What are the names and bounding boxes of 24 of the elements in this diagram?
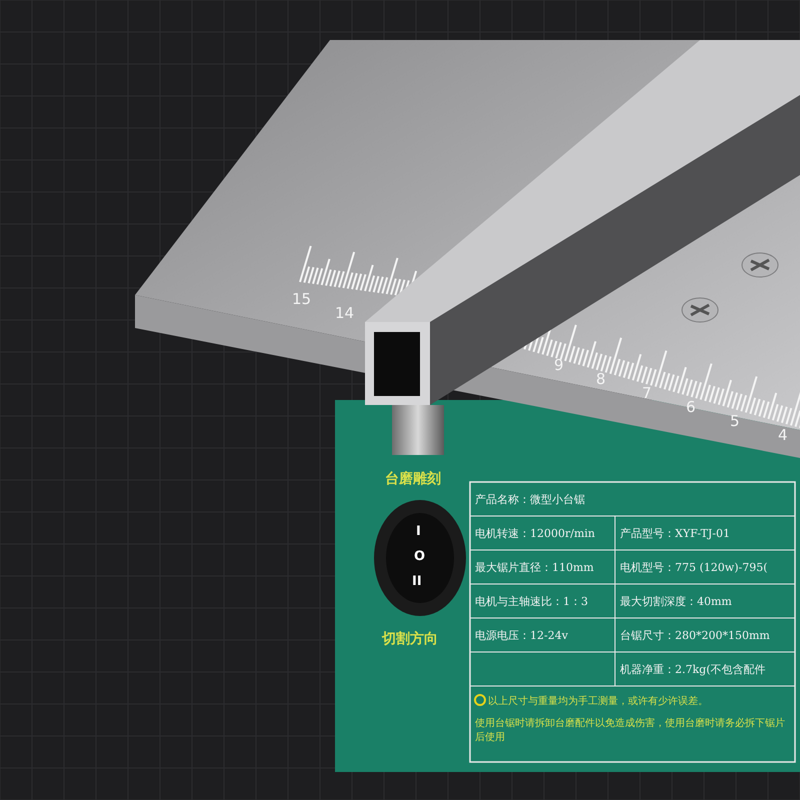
ruler-number: 8 bbox=[596, 370, 606, 388]
spec-text: 最大锯片直径：110mm bbox=[475, 560, 594, 575]
spec-text: 最大切割深度：40mm bbox=[620, 594, 732, 609]
switch-mark: I bbox=[416, 524, 421, 539]
switch-label: 切割方向 bbox=[382, 630, 438, 648]
spec-text: 电机与主轴速比：1：3 bbox=[475, 594, 588, 609]
switch-label: 台磨雕刻 bbox=[385, 470, 441, 488]
spec-text: 台锯尺寸：280*200*150mm bbox=[620, 628, 770, 643]
switch-mark: O bbox=[414, 549, 426, 564]
spec-text: 机器净重：2.7kg(不包含配件 bbox=[620, 662, 766, 677]
ruler-number: 5 bbox=[730, 412, 740, 430]
ruler-number: 14 bbox=[335, 304, 354, 322]
spec-text: 产品型号：XYF-TJ-01 bbox=[620, 526, 730, 541]
switch-mark: II bbox=[412, 574, 422, 589]
spec-text: 产品名称：微型小台锯 bbox=[475, 492, 585, 507]
ruler-number: 6 bbox=[686, 398, 696, 416]
spec-text: 电机型号：775 (120w)-795( bbox=[620, 560, 768, 575]
ruler-number: 4 bbox=[778, 426, 788, 444]
spec-text: 电源电压：12-24v bbox=[475, 628, 568, 643]
ruler-number: 15 bbox=[292, 290, 312, 308]
note-text: 以上尺寸与重量均为手工测量，或许有少许误差。 bbox=[488, 694, 709, 708]
spec-text: 电机转速：12000r/min bbox=[475, 526, 595, 541]
note-text: 使用台锯时请拆卸台磨配件以免造成伤害，使用台磨时请务必拆下锯片后使用 bbox=[475, 716, 786, 744]
ruler-number: 9 bbox=[554, 356, 564, 374]
